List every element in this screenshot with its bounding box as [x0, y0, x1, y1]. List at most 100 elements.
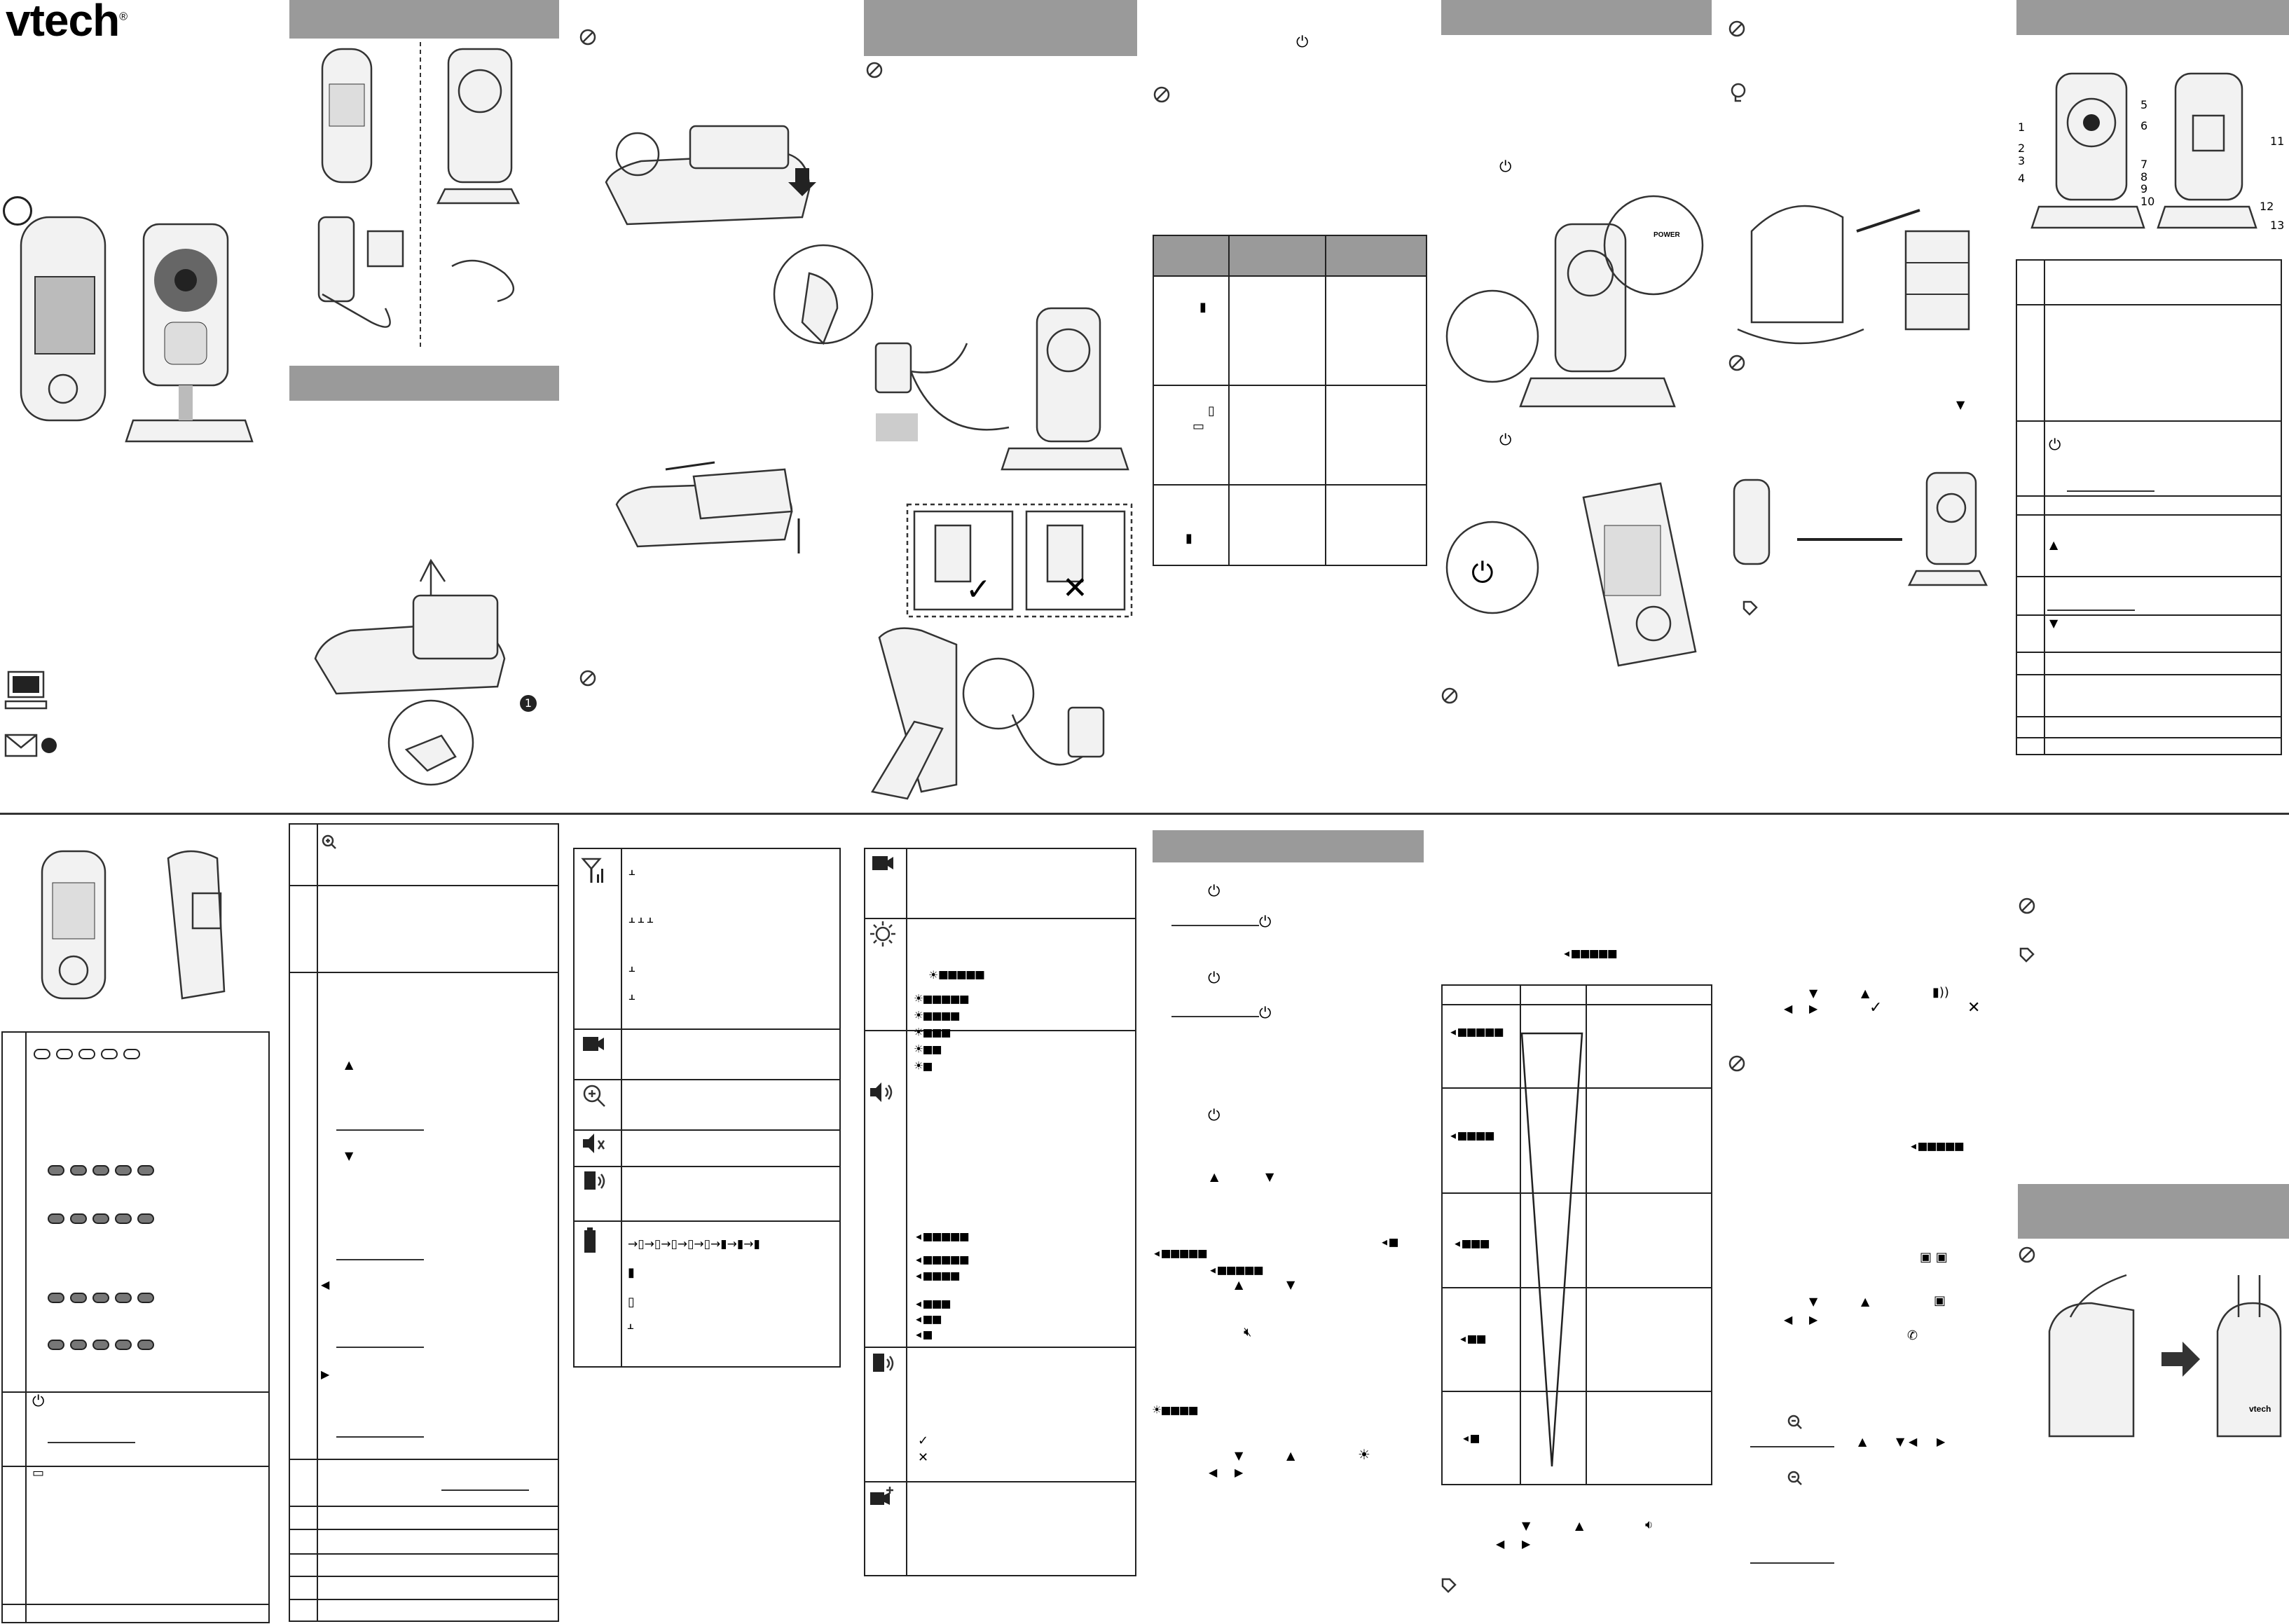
- brightness-bars: ■■■■■: [923, 990, 970, 1007]
- note-icon: [866, 62, 883, 78]
- crib-distance-illustration: [1737, 205, 1970, 345]
- battery-charging-sequence: →▯→▯→▯→▯→▯→▮→▮→▮: [628, 1237, 760, 1251]
- volume-level-1: ◂■: [1462, 1429, 1480, 1446]
- right-arrow: ▶: [1522, 1537, 1531, 1550]
- check-mark: ✓: [965, 572, 991, 607]
- step-number: 1: [520, 695, 537, 712]
- power-icon: ⏻: [1259, 914, 1272, 931]
- talk-icon: ▮)): [1932, 985, 1949, 1000]
- brightness-option-1: ☀■: [914, 1057, 933, 1074]
- callout-4: 4: [2018, 172, 2026, 185]
- power-icon: ⏻: [1208, 970, 1221, 987]
- talk-icon: [584, 1171, 605, 1190]
- power-icon: ⏻: [1208, 1107, 1221, 1124]
- power-icon: ⏻: [1259, 1005, 1272, 1022]
- callout-9: 9: [2140, 182, 2148, 195]
- underline: [336, 1259, 424, 1260]
- volume-indicator: ◂■■■■■: [1209, 1261, 1264, 1278]
- volume-level-3: ◂■■■: [1453, 1234, 1490, 1251]
- volume-option-3: ◂■■■: [914, 1295, 951, 1312]
- power-icon: ⏻: [32, 1393, 45, 1410]
- volume-indicator: ◂■■■■■: [1562, 944, 1618, 961]
- down-arrow: ▼: [1809, 1295, 1818, 1308]
- note-icon: [1728, 20, 1745, 37]
- volume-bars: ■■■■■: [923, 1227, 970, 1244]
- callout-6: 6: [2140, 119, 2148, 132]
- note-icon: [579, 670, 596, 687]
- volume-bars: ■■■■■: [1458, 1023, 1504, 1040]
- down-arrow: ▼: [1235, 1449, 1244, 1462]
- tip-icon: [2019, 947, 2035, 963]
- camera-overview-illustration: [2030, 72, 2257, 229]
- signal-out-icon: ᚆ: [629, 992, 635, 1005]
- battery-full-icon: ▮: [628, 1265, 635, 1280]
- volume-option-1: ◂■: [914, 1326, 933, 1342]
- note-icon: [1153, 86, 1170, 103]
- volume-bars: ■■■■: [923, 1267, 961, 1284]
- battery-empty-icon: ᚆ: [628, 1321, 633, 1335]
- section-header-band: [2018, 1184, 2289, 1239]
- zoom-icon: [1787, 1471, 1802, 1485]
- down-arrow: ▼: [1809, 986, 1818, 1000]
- up-arrow: ▲: [345, 1058, 354, 1071]
- volume-indicator: ◂■: [1380, 1233, 1399, 1250]
- volume-bars: ■■■■■: [1918, 1137, 1965, 1154]
- lanyard-illustration: [2048, 1274, 2282, 1438]
- callout-8: 8: [2140, 170, 2148, 184]
- left-arrow: ◀: [321, 1278, 330, 1291]
- right-arrow: ▶: [1809, 1002, 1818, 1015]
- talk-icon: [873, 1354, 894, 1372]
- mute-icon: [583, 1134, 605, 1153]
- parent-unit-adapter-illustration: [871, 627, 1105, 800]
- note-icon: [1441, 687, 1458, 704]
- volume-indicator: ◂■■■■■: [1153, 1244, 1208, 1261]
- volume-bars: ■■■■■: [1572, 944, 1618, 961]
- brightness-bars: ■■■: [923, 1024, 951, 1040]
- brightness-option-5: ☀■■■■■: [914, 990, 970, 1007]
- brightness-indicator: ☀■■■■: [1153, 1401, 1199, 1418]
- brightness-bars: ■■■■: [923, 1007, 961, 1024]
- video-icon: ▣: [1934, 1293, 1946, 1308]
- underline: [48, 1442, 135, 1443]
- right-arrow: ▶: [1235, 1466, 1244, 1479]
- underline: [2047, 610, 2135, 611]
- volume-option-5: ◂■■■■■: [914, 1227, 970, 1244]
- up-arrow: ▲: [2049, 538, 2058, 551]
- section-header-band: [864, 0, 1137, 56]
- cross-mark: ✕: [918, 1450, 929, 1465]
- battery-cover-illustration: [615, 461, 800, 553]
- left-arrow: ◀: [1909, 1435, 1918, 1448]
- power-icon: ⏻: [1296, 34, 1309, 51]
- led-indicators-4: [48, 1340, 160, 1354]
- camera-parts-table: [2016, 259, 2282, 755]
- underline: [336, 1129, 424, 1131]
- left-arrow: ◀: [1209, 1466, 1218, 1479]
- range-illustration: [1733, 472, 1988, 586]
- left-arrow: ◀: [1784, 1313, 1793, 1326]
- underline: [1750, 1562, 1834, 1564]
- check-mark: ✓: [918, 1433, 929, 1448]
- volume-wedge: [1520, 1032, 1583, 1467]
- logo-small: vtech: [2249, 1404, 2271, 1414]
- up-arrow: ▲: [1286, 1449, 1295, 1462]
- up-arrow: ▲: [1861, 986, 1870, 1000]
- volume-level-5: ◂■■■■■: [1449, 1023, 1504, 1040]
- low-signal-icon: ▮: [1200, 300, 1207, 315]
- right-arrow: ▶: [1809, 1313, 1818, 1326]
- callout-2: 2: [2018, 142, 2026, 155]
- volume-bars: ■: [1389, 1233, 1399, 1250]
- video-add-icon: [870, 1487, 893, 1505]
- down-arrow: ▼: [1896, 1435, 1905, 1448]
- battery-icon: ▯: [1208, 404, 1215, 418]
- email-icon: [4, 734, 57, 757]
- volume-bars: ■: [923, 1326, 933, 1342]
- volume-bars: ■: [1471, 1429, 1480, 1446]
- battery-low-icon: ▯: [628, 1295, 635, 1309]
- underline: [1171, 925, 1259, 926]
- brightness-option-2: ☀■■: [914, 1040, 942, 1057]
- right-arrow: ▶: [321, 1368, 330, 1381]
- button-function-table: [289, 823, 559, 1622]
- note-icon: [1728, 355, 1745, 371]
- underline: [336, 1436, 424, 1438]
- signal-full-icon: ᚆ: [629, 867, 635, 881]
